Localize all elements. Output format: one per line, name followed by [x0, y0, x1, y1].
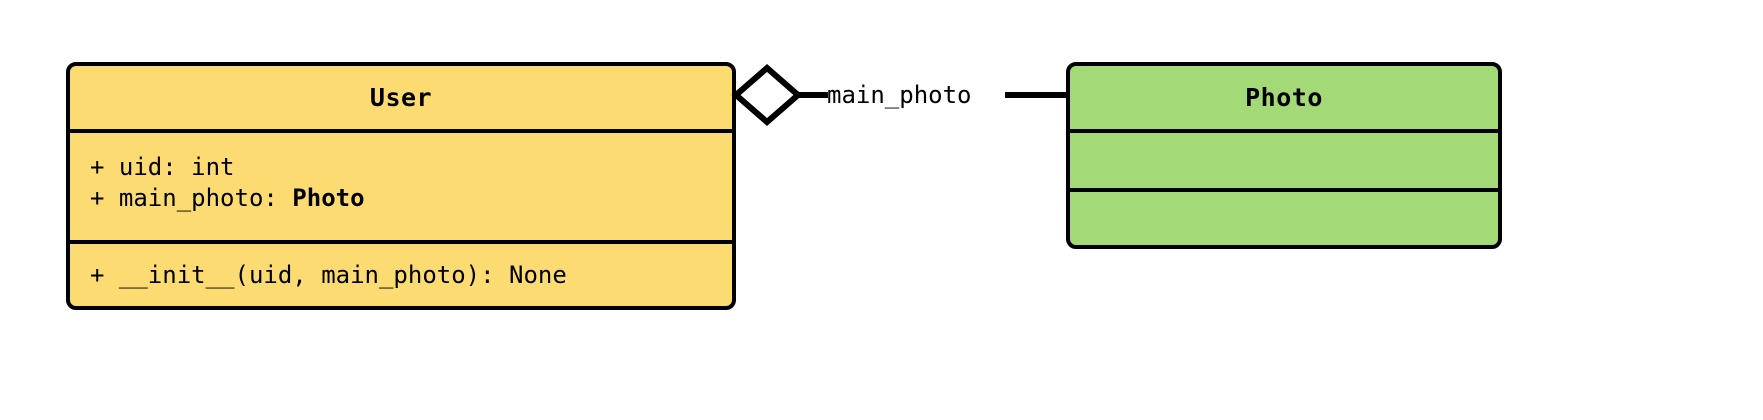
class-methods-user: + __init__(uid, main_photo): None: [70, 240, 732, 306]
class-box-photo[interactable]: Photo: [1066, 62, 1502, 249]
class-attributes-photo: [1070, 129, 1498, 188]
method-init: + __init__(uid, main_photo): None: [90, 260, 567, 289]
aggregation-diamond-icon: [731, 64, 803, 126]
class-methods-photo: [1070, 188, 1498, 245]
attribute-main-photo-type: Photo: [292, 184, 365, 212]
association-label-main-photo: main_photo: [827, 81, 972, 109]
class-box-user[interactable]: User + uid: int + main_photo: Photo + __…: [66, 62, 736, 310]
attribute-main-photo-label: + main_photo:: [90, 184, 293, 212]
attribute-uid: + uid: int: [90, 153, 235, 181]
class-title-user: User: [369, 83, 433, 112]
class-title-photo: Photo: [1245, 83, 1323, 112]
attribute-main-photo: + main_photo: Photo: [90, 183, 732, 214]
class-attributes-user: + uid: int + main_photo: Photo: [70, 129, 732, 240]
